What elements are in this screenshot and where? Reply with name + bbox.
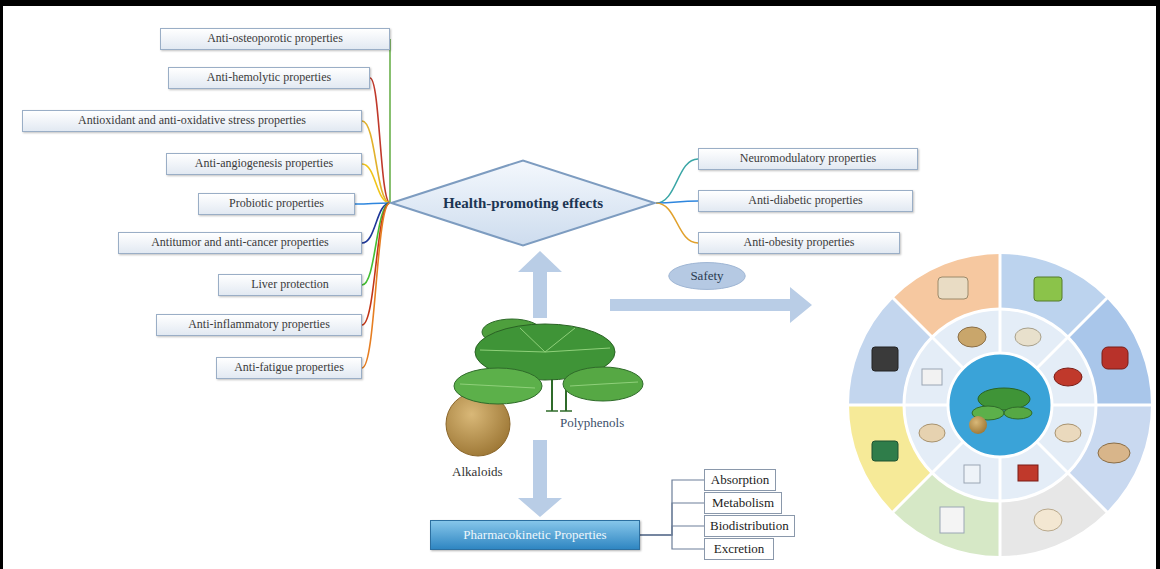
adme-box: Biodistribution [704, 515, 795, 537]
node-text: Liver protection [251, 278, 329, 291]
property-box: Anti-angiogenesis properties [166, 153, 362, 175]
connector-line [362, 203, 390, 285]
node-text: Antitumor and anti-cancer properties [151, 236, 329, 249]
adme-box: Metabolism [704, 492, 782, 514]
connector-line [355, 203, 390, 204]
adme-box: Absorption [704, 469, 776, 491]
adme-box: Excretion [704, 538, 774, 560]
connector-line [656, 201, 698, 203]
property-box: Anti-hemolytic properties [168, 67, 370, 89]
flow-arrow [518, 251, 812, 517]
compound-label: Polyphenols [560, 416, 624, 430]
node-text: Biodistribution [710, 519, 789, 533]
safety-oval: Safety [668, 262, 746, 290]
connector-line [640, 480, 704, 535]
node-text: Metabolism [712, 496, 774, 510]
property-box: Anti-obesity properties [698, 232, 900, 254]
food-wheel [837, 242, 1160, 567]
node-text: Anti-diabetic properties [748, 194, 862, 207]
node-text: Pharmacokinetic Properties [463, 528, 606, 542]
connector-line [640, 526, 704, 535]
compound-label: Alkaloids [452, 465, 503, 479]
connector-line [656, 159, 698, 203]
node-text: Anti-obesity properties [744, 236, 855, 249]
property-box: Anti-inflammatory properties [156, 314, 362, 336]
node-text: Antioxidant and anti-oxidative stress pr… [78, 114, 306, 127]
connector-line [362, 203, 390, 368]
node-text: Excretion [714, 542, 765, 556]
node-text: Anti-angiogenesis properties [195, 157, 333, 170]
connector-line [389, 39, 391, 203]
node-text: Anti-fatigue properties [234, 361, 344, 374]
effects-diamond: Health-promoting effects [390, 160, 656, 246]
property-box: Anti-fatigue properties [216, 357, 362, 379]
property-box: Antitumor and anti-cancer properties [118, 232, 362, 254]
node-text: Anti-hemolytic properties [207, 71, 331, 84]
connector-line [656, 203, 698, 243]
node-text: Health-promoting effects [443, 195, 603, 212]
connector-line [640, 503, 704, 535]
connector-line [362, 203, 390, 325]
connector-line [362, 164, 390, 203]
property-box: Anti-diabetic properties [698, 190, 913, 212]
node-text: Neuromodulatory properties [740, 152, 876, 165]
connector-line [640, 535, 704, 549]
connector-line [362, 121, 390, 203]
node-text: Anti-inflammatory properties [188, 318, 330, 331]
property-box: Liver protection [218, 274, 362, 296]
node-text: Absorption [711, 473, 770, 487]
node-text: Probiotic properties [229, 197, 324, 210]
plant-illustration [446, 319, 643, 456]
property-box: Probiotic properties [198, 193, 355, 215]
node-text: Safety [690, 269, 723, 283]
node-text: Anti-osteoporotic properties [207, 32, 343, 45]
property-box: Anti-osteoporotic properties [160, 28, 390, 50]
property-box: Antioxidant and anti-oxidative stress pr… [22, 110, 362, 132]
pharmacokinetic-box: Pharmacokinetic Properties [430, 520, 640, 550]
property-box: Neuromodulatory properties [698, 148, 918, 170]
